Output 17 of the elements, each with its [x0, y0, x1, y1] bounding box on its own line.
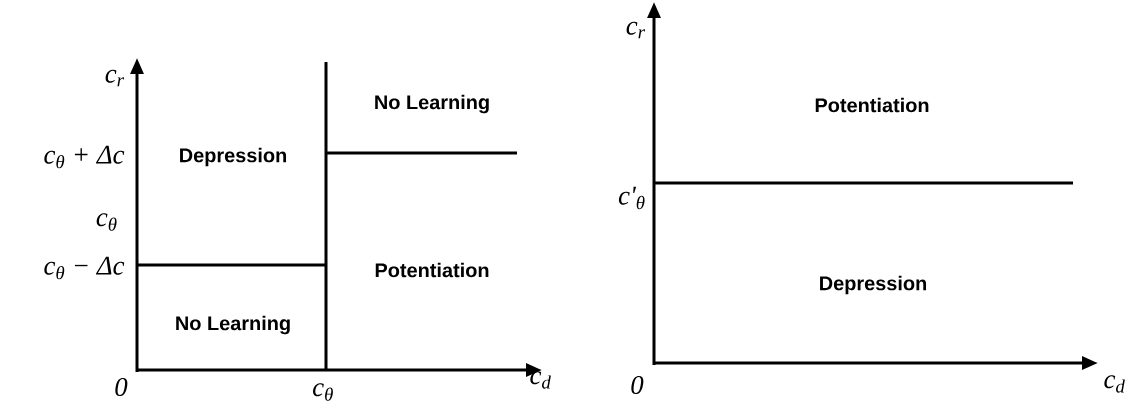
region-label: Depression — [820, 275, 926, 295]
region-label: No Learning — [375, 94, 489, 114]
tick-label: c$_{d}$ — [1104, 375, 1125, 393]
region-label: Depression — [180, 147, 286, 167]
tick-label: c$_{d}$ — [530, 371, 551, 389]
region-label: Potentiation — [375, 262, 489, 278]
region-label: No Learning — [176, 315, 290, 335]
tick-label: c$_{θ}$ — [96, 213, 117, 231]
tick-label: 0 — [631, 375, 644, 395]
tick-label: 0 — [115, 377, 128, 397]
tick-label: c$_{θ}$ — [313, 383, 333, 401]
region-label: Potentiation — [815, 97, 929, 113]
tick-label: c'$_{θ}$ — [618, 186, 645, 210]
tick-label: c$_{θ}$ + Δc — [44, 145, 125, 169]
tick-label: c$_{r}$ — [105, 69, 125, 87]
tick-label: c$_{θ}$ − Δc — [44, 256, 125, 280]
tick-label: c$_{r}$ — [626, 21, 646, 39]
